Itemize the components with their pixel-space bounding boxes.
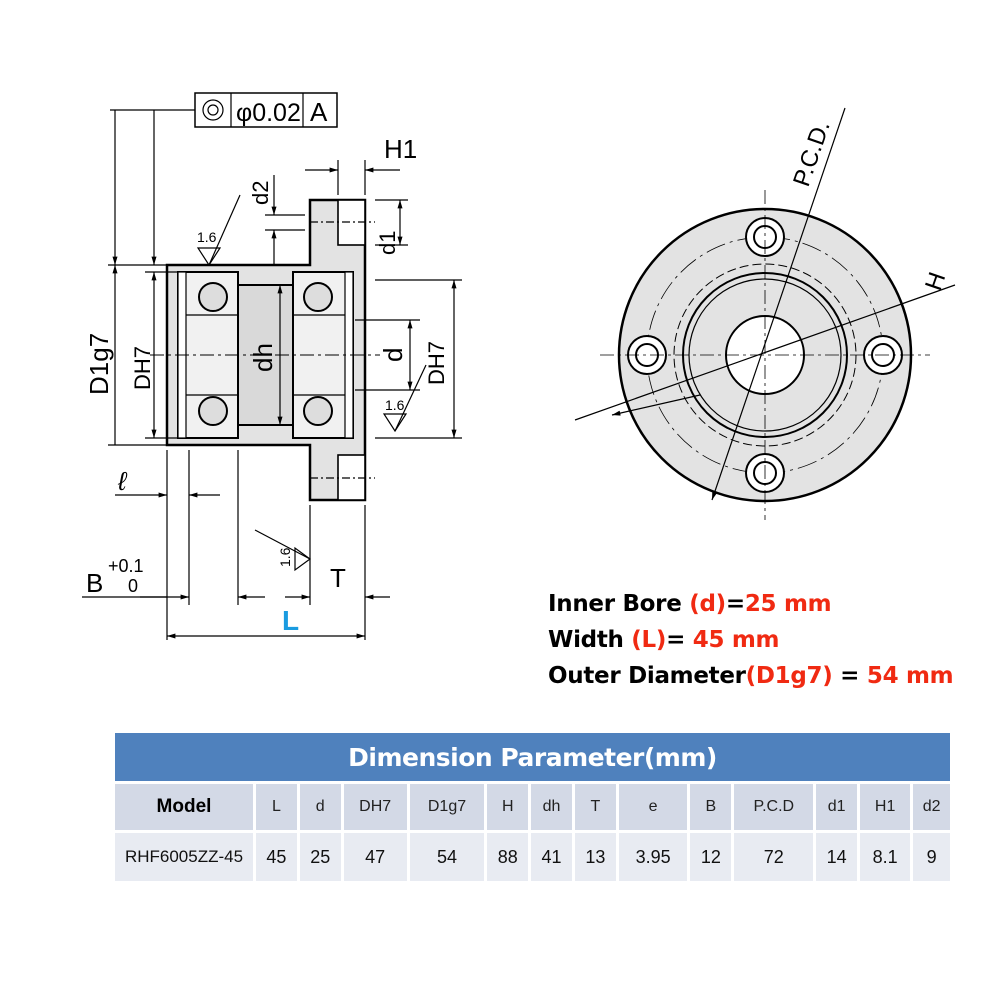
side-view — [82, 92, 462, 640]
value-cell: 14 — [816, 833, 858, 881]
column-header: L — [256, 784, 297, 830]
column-header: d2 — [913, 784, 950, 830]
value-cell: 9 — [913, 833, 950, 881]
front-view — [574, 107, 956, 520]
value-cell: 3.95 — [618, 833, 688, 881]
column-header: P.C.D — [734, 784, 814, 830]
spec-outer-diameter: Outer Diameter(D1g7) = 54 mm — [548, 658, 954, 694]
table-title: Dimension Parameter(mm) — [115, 733, 950, 781]
spec-label: Width — [548, 627, 632, 653]
label-d1: d1 — [375, 231, 400, 255]
label-d: d — [378, 348, 408, 362]
model-cell: RHF6005ZZ-45 — [115, 833, 253, 881]
value-cell: 88 — [487, 833, 529, 881]
spec-width: Width (L)= 45 mm — [548, 622, 953, 658]
concentricity-icon — [202, 99, 224, 121]
label-B-tol-upper: +0.1 — [108, 556, 144, 576]
label-DH7-right: DH7 — [424, 341, 449, 385]
spec-value: 25 mm — [744, 591, 832, 617]
value-cell: 72 — [734, 833, 814, 881]
column-header: DH7 — [343, 784, 407, 830]
column-header: d — [299, 784, 341, 830]
label-T: T — [330, 563, 346, 593]
column-header: H — [487, 784, 529, 830]
label-d2: d2 — [248, 181, 273, 205]
label-D1g7: D1g7 — [84, 333, 114, 395]
value-cell: 41 — [531, 833, 572, 881]
spec-symbol: (L) — [631, 627, 667, 653]
value-cell: 25 — [299, 833, 341, 881]
spec-label: Inner Bore — [548, 591, 690, 617]
key-specs: Inner Bore (d)=25 mm Width (L)= 45 mm Ou… — [548, 586, 954, 694]
spec-label: Outer Diameter — [548, 663, 746, 689]
label-L: L — [282, 605, 299, 636]
spec-inner-bore: Inner Bore (d)=25 mm — [548, 586, 953, 622]
column-header: T — [574, 784, 616, 830]
value-cell: 47 — [343, 833, 407, 881]
label-B-tol-lower: 0 — [128, 576, 138, 596]
column-header: e — [618, 784, 688, 830]
column-header: H1 — [860, 784, 911, 830]
spec-eq: = — [725, 591, 745, 617]
column-header: Model — [115, 784, 253, 830]
column-header: d1 — [816, 784, 858, 830]
label-H: H — [920, 269, 951, 294]
column-header: B — [690, 784, 732, 830]
spec-eq: = — [832, 663, 867, 689]
tolerance-datum: A — [310, 97, 328, 127]
label-roughness-right: 1.6 — [385, 397, 405, 413]
spec-symbol: (d) — [689, 591, 726, 617]
value-cell: 13 — [574, 833, 616, 881]
value-cell: 54 — [409, 833, 485, 881]
tolerance-value: φ0.02 — [236, 99, 301, 127]
spec-symbol: (D1g7) — [745, 663, 833, 689]
label-H1: H1 — [384, 134, 417, 164]
spec-value: 45 mm — [692, 627, 780, 653]
spec-eq: = — [666, 627, 693, 653]
label-dh: dh — [248, 343, 278, 372]
value-cell: 45 — [256, 833, 297, 881]
label-roughness-top: 1.6 — [197, 229, 217, 245]
label-PCD: P.C.D. — [788, 117, 836, 190]
value-cell: 12 — [690, 833, 732, 881]
column-header: D1g7 — [409, 784, 485, 830]
spec-value: 54 mm — [866, 663, 954, 689]
label-roughness-bottom: 1.6 — [277, 547, 293, 567]
value-cell: 8.1 — [860, 833, 911, 881]
label-l: ℓ — [117, 466, 128, 496]
column-header: dh — [531, 784, 572, 830]
label-B: B — [86, 568, 103, 598]
label-DH7-left: DH7 — [130, 346, 155, 390]
technical-drawing: φ0.02 A H1 d2 d1 1.6 1.6 1.6 D1g7 DH7 dh… — [82, 92, 956, 640]
